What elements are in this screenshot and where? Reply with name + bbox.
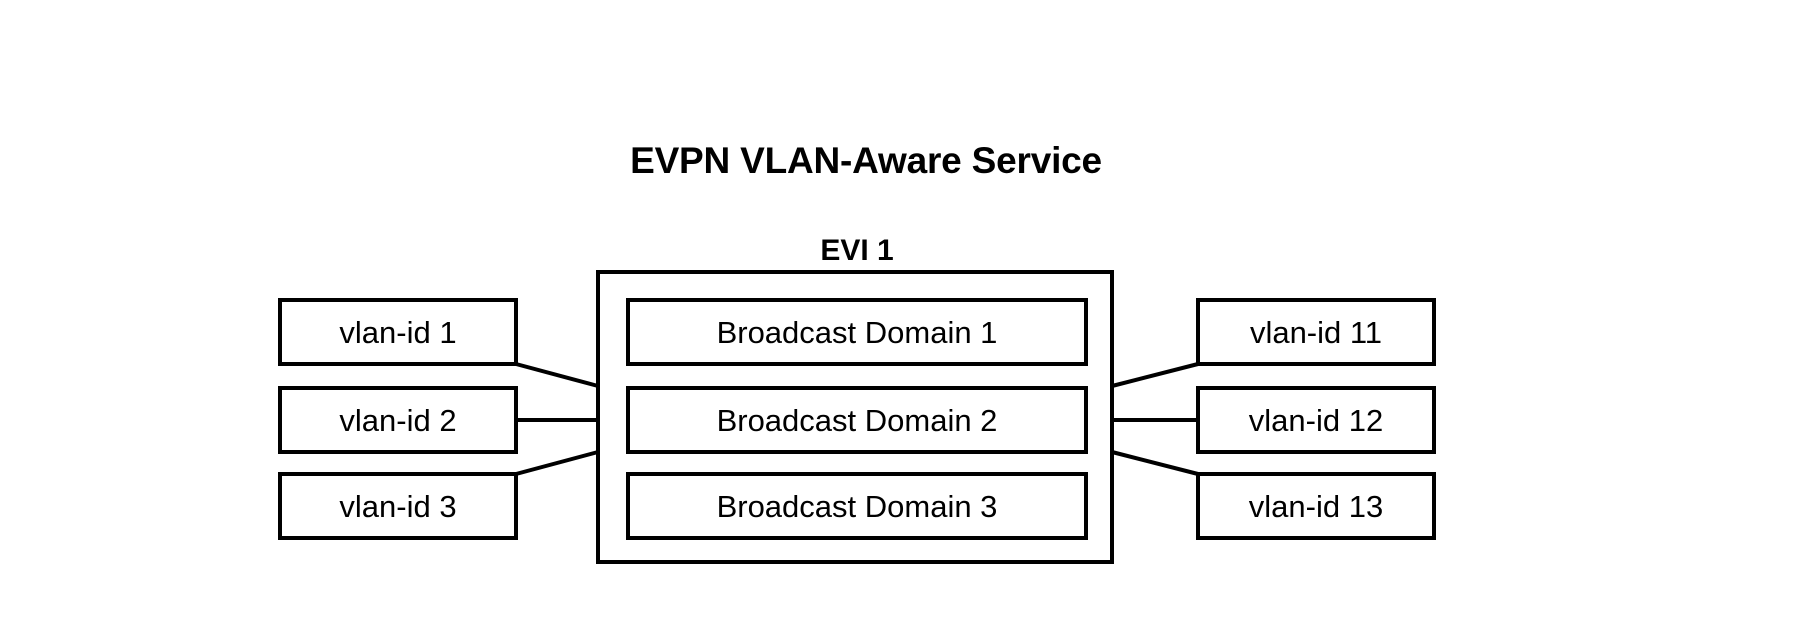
broadcast-domain-node-3[interactable]: Broadcast Domain 3: [626, 472, 1088, 540]
connector-bd-1-to-vlan-11: [1111, 362, 1199, 388]
right-vlan-label-3: vlan-id 13: [1249, 489, 1383, 524]
right-vlan-label-1: vlan-id 11: [1250, 315, 1382, 350]
left-vlan-label-2: vlan-id 2: [339, 403, 456, 438]
right-vlan-box-3[interactable]: [1196, 472, 1436, 540]
left-vlan-group: vlan-id 1 vlan-id 2 vlan-id 3: [278, 298, 518, 540]
broadcast-domain-label-2: Broadcast Domain 2: [717, 403, 998, 438]
right-vlan-group: vlan-id 11 vlan-id 12 vlan-id 13: [1196, 298, 1436, 540]
left-vlan-node-3[interactable]: vlan-id 3: [278, 472, 518, 540]
broadcast-domain-node-2[interactable]: Broadcast Domain 2: [626, 386, 1088, 454]
left-connectors-group: [515, 362, 599, 476]
left-vlan-label-1: vlan-id 1: [339, 315, 456, 350]
left-vlan-box-3[interactable]: [278, 472, 518, 540]
right-vlan-box-1[interactable]: [1196, 298, 1436, 366]
connector-vlan-3-to-bd-3: [515, 450, 599, 476]
right-vlan-node-2[interactable]: vlan-id 12: [1196, 386, 1436, 454]
left-vlan-box-2[interactable]: [278, 386, 518, 454]
left-vlan-node-2[interactable]: vlan-id 2: [278, 386, 518, 454]
broadcast-domain-label-1: Broadcast Domain 1: [717, 315, 998, 350]
broadcast-domain-node-1[interactable]: Broadcast Domain 1: [626, 298, 1088, 366]
evi-container: [596, 270, 1114, 564]
right-connectors-group: [1111, 362, 1199, 476]
left-vlan-node-1[interactable]: vlan-id 1: [278, 298, 518, 366]
right-vlan-box-2[interactable]: [1196, 386, 1436, 454]
broadcast-domain-box-2[interactable]: [626, 386, 1088, 454]
broadcast-domain-box-3[interactable]: [626, 472, 1088, 540]
right-vlan-node-3[interactable]: vlan-id 13: [1196, 472, 1436, 540]
left-vlan-box-1[interactable]: [278, 298, 518, 366]
evi-label: EVI 1: [820, 234, 893, 267]
broadcast-domain-group: Broadcast Domain 1 Broadcast Domain 2 Br…: [626, 298, 1088, 540]
left-vlan-label-3: vlan-id 3: [339, 489, 456, 524]
page-title: EVPN VLAN-Aware Service: [630, 140, 1102, 181]
connector-vlan-1-to-bd-1: [515, 362, 599, 388]
broadcast-domain-box-1[interactable]: [626, 298, 1088, 366]
right-vlan-label-2: vlan-id 12: [1249, 403, 1383, 438]
right-vlan-node-1[interactable]: vlan-id 11: [1196, 298, 1436, 366]
connector-bd-3-to-vlan-13: [1111, 450, 1199, 476]
broadcast-domain-label-3: Broadcast Domain 3: [717, 489, 998, 524]
